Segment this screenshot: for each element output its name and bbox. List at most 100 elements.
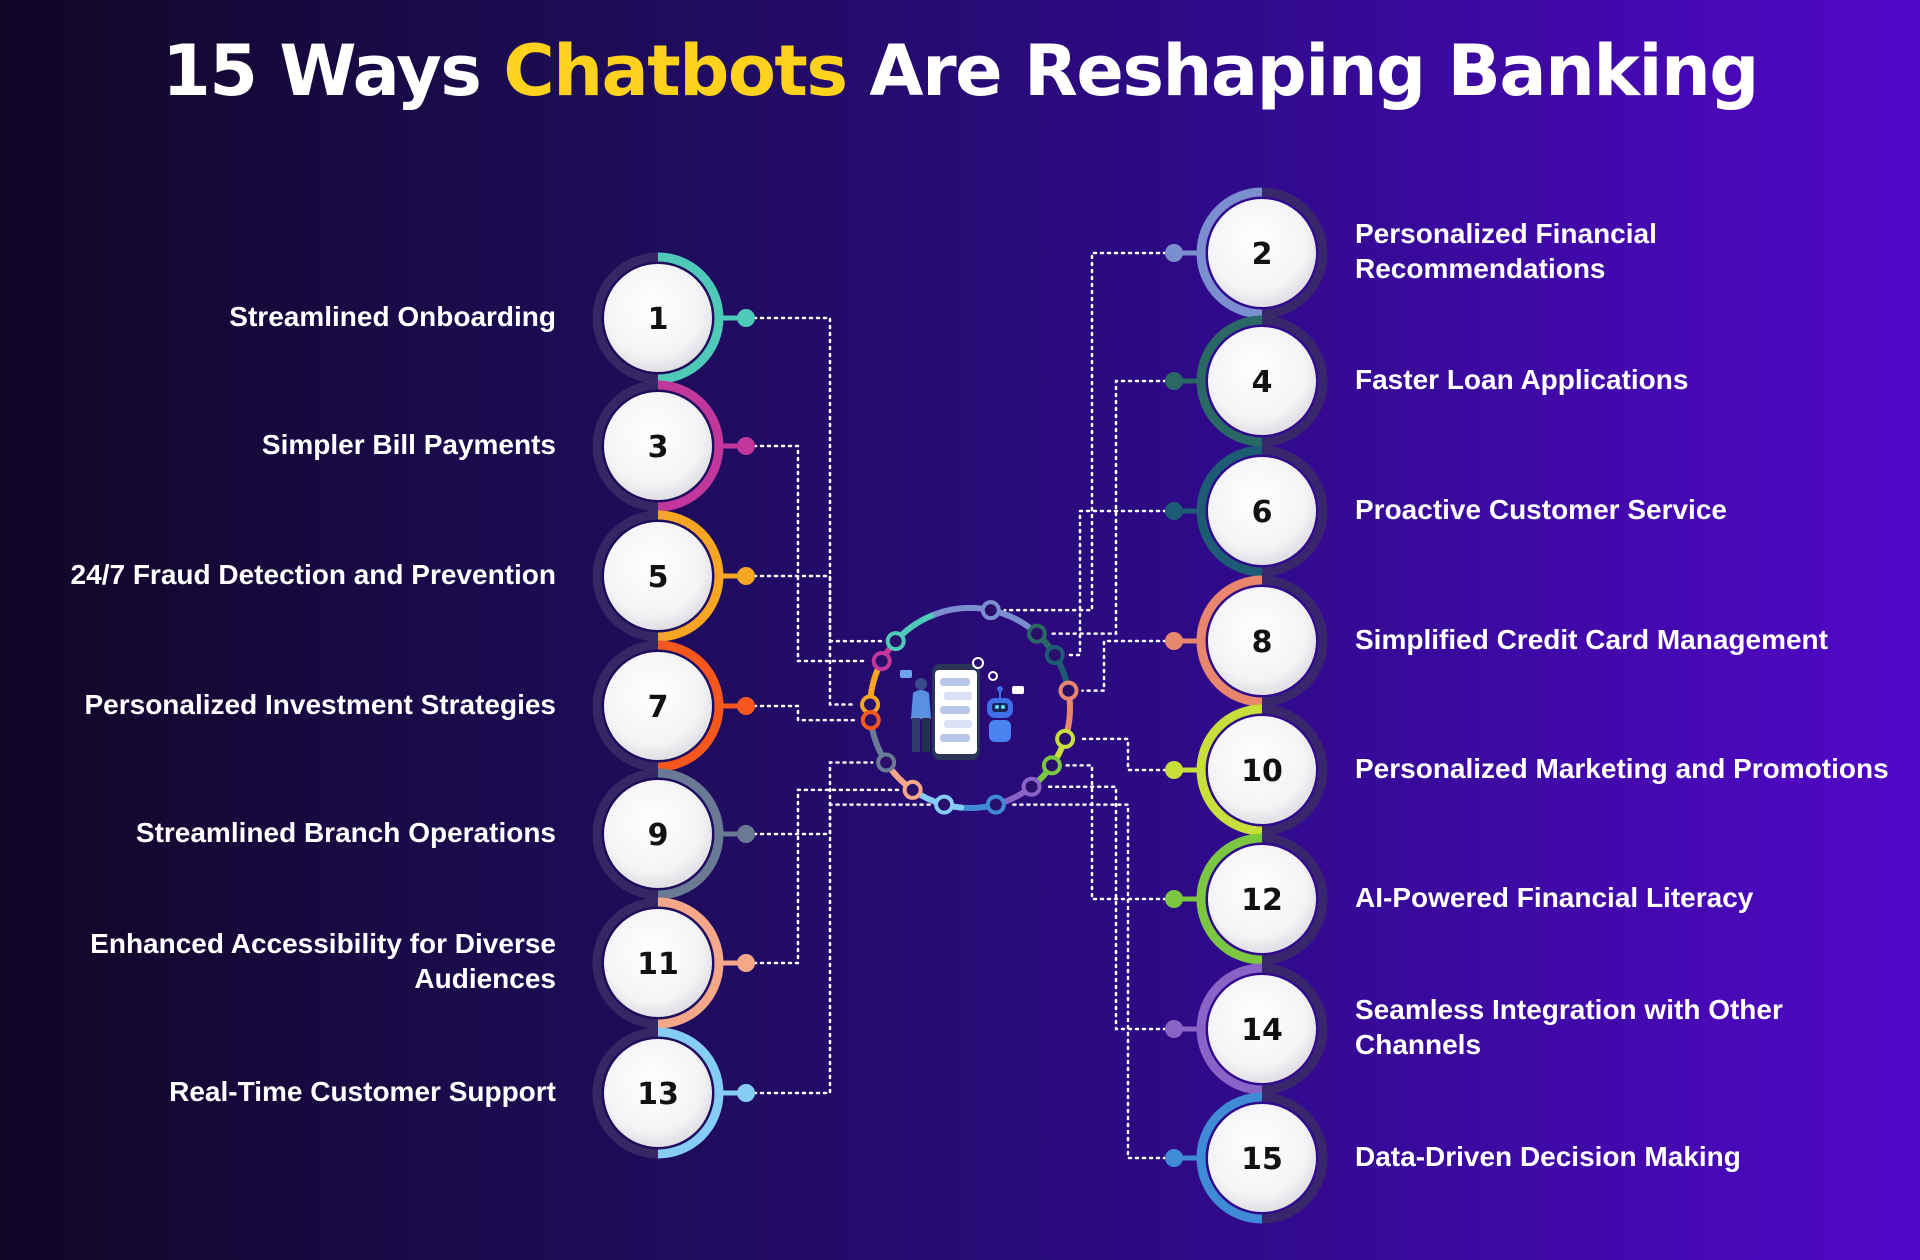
connector-line-3 xyxy=(752,444,869,663)
connector-line-11 xyxy=(752,788,900,965)
hub-node-12 xyxy=(1041,755,1062,776)
hub-node-6 xyxy=(1044,645,1065,666)
step-label-14: Seamless Integration with Other Channels xyxy=(1355,994,1783,1060)
step-disc-2: 2 xyxy=(1165,187,1328,319)
step-number-2: 2 xyxy=(1252,237,1273,272)
connector-dot-15 xyxy=(1165,1149,1183,1167)
connector-dot-3 xyxy=(737,437,755,455)
connector-line-8 xyxy=(1081,639,1168,692)
connector-lines xyxy=(752,251,1168,1160)
step-number-15: 15 xyxy=(1241,1142,1283,1177)
disc-ring-8 xyxy=(1196,575,1263,707)
step-number-12: 12 xyxy=(1241,883,1283,918)
title-suffix: Are Reshaping Banking xyxy=(846,30,1759,112)
connector-dot-12 xyxy=(1165,890,1183,908)
disc-ring-9 xyxy=(657,768,724,900)
step-label-15: Data-Driven Decision Making xyxy=(1355,1140,1741,1172)
hub-node-11 xyxy=(902,779,923,800)
page-title: 15 Ways Chatbots Are Reshaping Banking xyxy=(0,30,1920,112)
disc-ring-12 xyxy=(1196,833,1263,965)
connector-dot-9 xyxy=(737,825,755,843)
hub-node-10 xyxy=(1055,728,1076,749)
step-label-11: Enhanced Accessibility for Diverse Audie… xyxy=(90,928,556,994)
step-disc-14: 14 xyxy=(1165,963,1328,1095)
step-number-7: 7 xyxy=(648,690,669,725)
connector-dot-7 xyxy=(737,697,755,715)
hub-node-5 xyxy=(860,694,881,715)
hub-node-3 xyxy=(871,651,892,672)
step-number-14: 14 xyxy=(1241,1013,1283,1048)
step-number-3: 3 xyxy=(648,430,669,465)
step-label-10: Personalized Marketing and Promotions xyxy=(1355,752,1889,784)
disc-ring-11 xyxy=(657,897,724,1029)
connector-line-9 xyxy=(752,761,874,836)
step-disc-11: 11 xyxy=(592,897,755,1029)
step-label-1: Streamlined Onboarding xyxy=(229,300,556,332)
step-disc-1: 1 xyxy=(592,252,755,384)
hub-node-2 xyxy=(980,600,1001,621)
step-disc-15: 15 xyxy=(1165,1092,1328,1224)
step-number-6: 6 xyxy=(1252,495,1273,530)
disc-ring-13 xyxy=(657,1027,724,1159)
step-label-7: Personalized Investment Strategies xyxy=(84,688,556,720)
step-disc-7: 7 xyxy=(592,640,755,772)
step-number-1: 1 xyxy=(648,302,669,337)
step-number-11: 11 xyxy=(637,947,679,982)
step-disc-13: 13 xyxy=(592,1027,755,1159)
step-label-5: 24/7 Fraud Detection and Prevention xyxy=(70,558,556,590)
chatbot-phone-robot-icon xyxy=(900,657,1024,760)
hub-node-4 xyxy=(1026,623,1047,644)
step-number-10: 10 xyxy=(1241,754,1283,789)
connector-line-14 xyxy=(1044,785,1168,1031)
disc-ring-1 xyxy=(657,252,724,384)
hub-node-14 xyxy=(1021,776,1042,797)
connector-dot-13 xyxy=(737,1084,755,1102)
disc-ring-4 xyxy=(1196,315,1263,447)
step-label-8: Simplified Credit Card Management xyxy=(1355,623,1828,655)
step-number-8: 8 xyxy=(1252,625,1273,660)
connector-dot-4 xyxy=(1165,372,1183,390)
hub-node-9 xyxy=(876,752,897,773)
connector-dot-6 xyxy=(1165,502,1183,520)
disc-ring-6 xyxy=(1196,445,1263,577)
disc-ring-15 xyxy=(1196,1092,1263,1224)
connector-dot-10 xyxy=(1165,761,1183,779)
step-disc-4: 4 xyxy=(1165,315,1328,447)
connector-line-4 xyxy=(1049,379,1168,635)
step-number-5: 5 xyxy=(648,560,669,595)
step-label-6: Proactive Customer Service xyxy=(1355,493,1727,525)
hub-node-15 xyxy=(985,794,1006,815)
connector-line-13 xyxy=(752,803,932,1095)
connector-dot-11 xyxy=(737,954,755,972)
connector-line-5 xyxy=(752,574,858,706)
connector-line-10 xyxy=(1077,737,1168,772)
connector-dot-5 xyxy=(737,567,755,585)
connector-line-6 xyxy=(1067,509,1168,657)
step-number-13: 13 xyxy=(637,1077,679,1112)
connector-line-12 xyxy=(1064,764,1168,901)
connector-dot-2 xyxy=(1165,244,1183,262)
connector-line-1 xyxy=(752,316,883,643)
connector-dot-14 xyxy=(1165,1020,1183,1038)
step-disc-6: 6 xyxy=(1165,445,1328,577)
connector-line-15 xyxy=(1008,803,1168,1160)
central-hub-ring xyxy=(860,600,1079,815)
step-disc-12: 12 xyxy=(1165,833,1328,965)
connector-line-7 xyxy=(752,704,858,722)
disc-ring-14 xyxy=(1196,963,1263,1095)
title-prefix: 15 Ways xyxy=(162,30,504,112)
disc-ring-7 xyxy=(657,640,724,772)
step-label-13: Real-Time Customer Support xyxy=(169,1075,556,1107)
disc-ring-5 xyxy=(657,510,724,642)
step-disc-5: 5 xyxy=(592,510,755,642)
hub-node-7 xyxy=(860,710,881,731)
step-number-4: 4 xyxy=(1252,365,1273,400)
connector-line-2 xyxy=(1003,251,1168,612)
step-disc-9: 9 xyxy=(592,768,755,900)
step-disc-8: 8 xyxy=(1165,575,1328,707)
step-label-2: Personalized Financial Recommendations xyxy=(1355,218,1657,284)
step-label-4: Faster Loan Applications xyxy=(1355,363,1689,395)
hub-node-1 xyxy=(885,631,906,652)
